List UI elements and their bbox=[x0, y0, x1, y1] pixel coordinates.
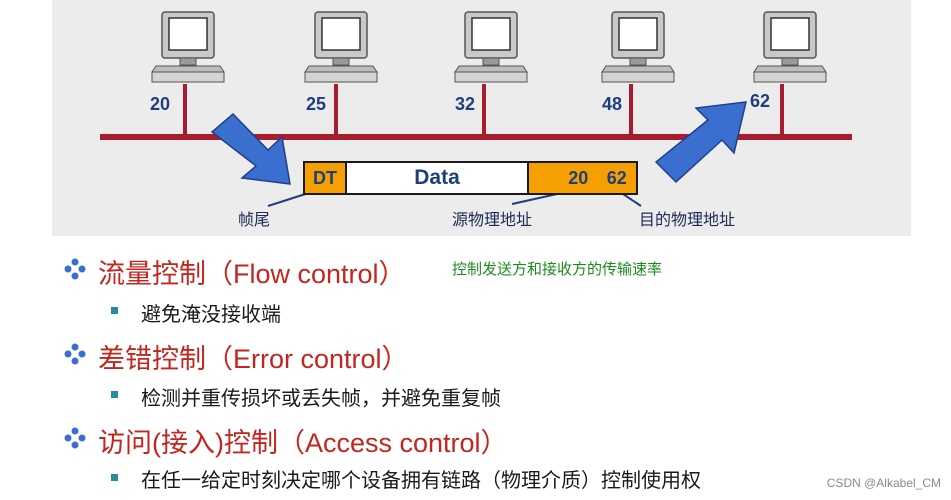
square-bullet-icon bbox=[111, 307, 118, 314]
computer-label: 25 bbox=[306, 94, 327, 114]
diamond-bullet-icon bbox=[64, 427, 86, 449]
computer-label: 20 bbox=[150, 94, 171, 114]
access-control-detail: 在任一给定时刻决定哪个设备拥有链路（物理介质）控制使用权 bbox=[141, 468, 701, 492]
arrow-up-right-icon bbox=[654, 101, 747, 184]
frame-dst-address: 62 bbox=[606, 167, 627, 188]
bus-drop bbox=[629, 84, 633, 136]
data-frame: DT Data 20 62 bbox=[303, 161, 638, 195]
arrow-down-right-icon bbox=[210, 112, 291, 185]
network-bus bbox=[100, 134, 852, 140]
bus-drop bbox=[482, 84, 486, 136]
square-bullet-icon bbox=[111, 474, 118, 481]
bus-drop bbox=[780, 84, 784, 136]
diamond-bullet-icon bbox=[64, 343, 86, 365]
frame-trailer: DT bbox=[305, 163, 347, 193]
flow-control-note: 控制发送方和接收方的传输速率 bbox=[452, 260, 663, 278]
arrows-layer bbox=[210, 101, 747, 207]
frame-src-address: 20 bbox=[568, 167, 589, 188]
bus-drop bbox=[334, 84, 338, 136]
computer-label: 48 bbox=[602, 94, 623, 114]
square-bullet-icon bbox=[111, 391, 118, 398]
frame-address: 20 62 bbox=[529, 163, 636, 193]
trailer-annotation: 帧尾 bbox=[238, 210, 271, 229]
heading-access-control: 访问(接入)控制（Access control） bbox=[98, 428, 508, 458]
src-annotation: 源物理地址 bbox=[452, 210, 533, 229]
dst-annotation: 目的物理地址 bbox=[639, 210, 736, 229]
heading-error-control: 差错控制（Error control） bbox=[98, 344, 409, 374]
bus-drop bbox=[183, 84, 187, 136]
watermark: CSDN @Alkabel_CM bbox=[826, 476, 941, 490]
computer-label: 32 bbox=[455, 94, 476, 114]
flow-control-detail: 避免淹没接收端 bbox=[141, 302, 281, 326]
heading-flow-control: 流量控制（Flow control） bbox=[98, 259, 406, 289]
diamond-bullet-icon bbox=[64, 258, 86, 280]
error-control-detail: 检测并重传损坏或丢失帧，并避免重复帧 bbox=[141, 386, 501, 410]
computer-label: 62 bbox=[750, 91, 771, 111]
frame-data: Data bbox=[347, 163, 529, 193]
